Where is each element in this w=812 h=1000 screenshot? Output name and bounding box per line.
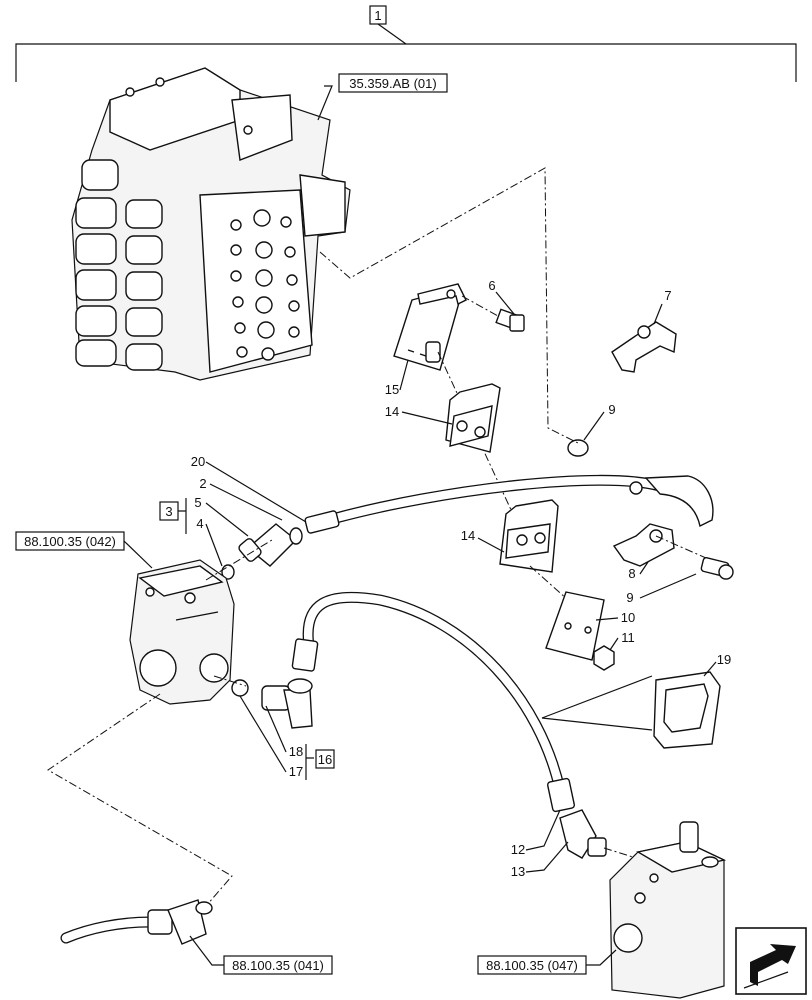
clamp-half-9-upper xyxy=(611,321,677,373)
ref-control-valve[interactable]: 35.359.AB (01) xyxy=(349,76,436,91)
callout-11: 9 xyxy=(626,573,697,605)
center-line-left-valve-top xyxy=(205,539,273,581)
valve-ports xyxy=(125,77,300,361)
callout-9-lower: 8 xyxy=(628,561,649,581)
svg-text:14: 14 xyxy=(461,528,475,543)
svg-text:6: 6 xyxy=(488,278,495,293)
ref-box-control-valve[interactable] xyxy=(338,73,448,93)
center-line-valve xyxy=(319,167,581,445)
svg-text:12: 12 xyxy=(511,842,525,857)
elbow-fitting-7 xyxy=(559,809,607,859)
ref-bottom-left-line[interactable]: 88.100.35 (041) xyxy=(232,958,324,973)
svg-text:9: 9 xyxy=(608,402,615,417)
callout-13: 11 xyxy=(609,630,635,651)
bracket-15 xyxy=(393,283,467,371)
callout-14-upper: 14 xyxy=(385,404,453,425)
svg-text:13: 13 xyxy=(511,864,525,879)
clamp-half-14-upper xyxy=(445,383,501,453)
next-page-arrow-icon[interactable] xyxy=(735,927,807,995)
svg-text:2: 2 xyxy=(199,476,206,491)
callout-12: 10 xyxy=(595,610,635,625)
svg-text:8: 8 xyxy=(628,566,635,581)
callout-2: 2 xyxy=(199,476,283,521)
bolt-11 xyxy=(700,556,734,580)
center-line-left-valve-down xyxy=(47,693,233,907)
callout-14-lower: 14 xyxy=(461,528,505,553)
bottom-right-valve xyxy=(609,821,727,999)
callout-5: 5 xyxy=(194,495,201,510)
svg-text:7: 7 xyxy=(664,288,671,303)
callout-4: 4 xyxy=(196,516,203,531)
callout-20: 20 xyxy=(191,454,307,523)
callout-15: 15 xyxy=(385,359,409,397)
callout-18: 18 xyxy=(289,744,303,759)
svg-text:14: 14 xyxy=(385,404,399,419)
spool-caps xyxy=(75,159,163,371)
connector-5 xyxy=(238,523,303,567)
assembly-callout-1: 1 xyxy=(374,8,381,23)
ref-left-valve[interactable]: 88.100.35 (042) xyxy=(24,534,116,549)
svg-text:9: 9 xyxy=(626,590,633,605)
center-line-left-valve-bottom xyxy=(213,675,247,687)
svg-text:20: 20 xyxy=(191,454,205,469)
callout-8: 6 xyxy=(488,278,515,315)
group-3-bracket: 3 5 4 xyxy=(159,495,249,567)
hose-lower xyxy=(291,591,576,813)
plate-12 xyxy=(545,591,605,661)
svg-text:11: 11 xyxy=(621,630,635,645)
callout-7: 13 xyxy=(511,841,569,879)
svg-text:15: 15 xyxy=(385,382,399,397)
clamp-half-9-lower xyxy=(612,523,675,567)
assembly-bracket: 1 xyxy=(15,5,797,82)
seal-19 xyxy=(541,671,721,749)
nut-13 xyxy=(593,645,615,671)
callout-6: 12 xyxy=(511,809,561,857)
elbow-fitting-18 xyxy=(261,678,313,729)
bolt-8 xyxy=(495,308,525,332)
bottom-left-line xyxy=(60,899,213,945)
callout-19: 19 xyxy=(703,652,731,677)
ref-bottom-right-valve[interactable]: 88.100.35 (047) xyxy=(486,958,578,973)
control-valve-assembly xyxy=(71,67,351,381)
callout-10: 9 xyxy=(583,402,616,441)
callout-17: 17 xyxy=(289,764,303,779)
callout-9-upper: 7 xyxy=(653,288,672,325)
group-16-box-label: 16 xyxy=(318,752,332,767)
svg-text:19: 19 xyxy=(717,652,731,667)
group-16-bracket: 18 17 16 xyxy=(239,695,335,780)
o-ring-10 xyxy=(567,439,589,457)
hose-20 xyxy=(304,474,714,534)
group-3-box-label: 3 xyxy=(165,504,172,519)
left-valve-block xyxy=(129,559,235,705)
svg-text:10: 10 xyxy=(621,610,635,625)
o-ring-17 xyxy=(231,679,249,697)
clamp-half-14-lower xyxy=(499,499,559,573)
o-ring-4 xyxy=(221,564,235,580)
